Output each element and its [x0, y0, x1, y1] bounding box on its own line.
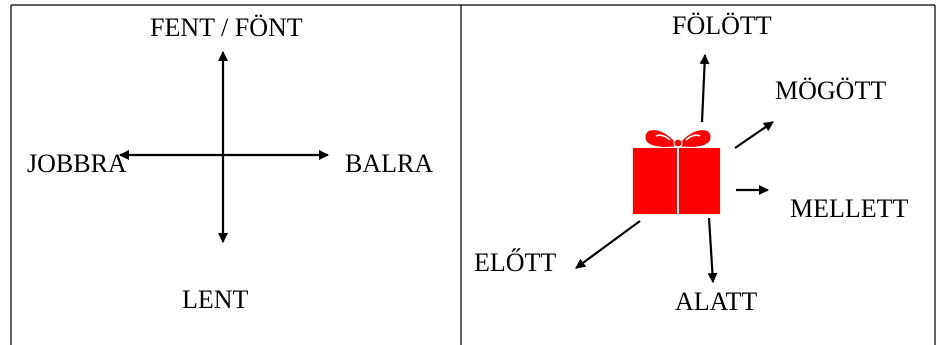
arrow-behind — [734, 121, 774, 149]
left-cross-arrows — [119, 51, 329, 243]
table-borders — [10, 4, 936, 345]
label-left: JOBBRA — [27, 149, 127, 178]
label-up: FENT / FÖNT — [150, 13, 303, 42]
right-arrows — [575, 54, 774, 283]
gift-box-icon — [633, 130, 720, 214]
label-down: LENT — [182, 285, 249, 314]
arrow-in-front — [575, 220, 641, 269]
label-in-front: ELŐTT — [474, 248, 557, 277]
label-below: ALATT — [675, 287, 758, 316]
arrow-above — [699, 54, 710, 123]
label-behind: MÖGÖTT — [775, 76, 887, 105]
arrow-below — [707, 217, 718, 283]
label-above: FÖLÖTT — [672, 11, 772, 40]
label-right: BALRA — [345, 149, 434, 178]
label-between: MELLETT — [790, 194, 909, 223]
